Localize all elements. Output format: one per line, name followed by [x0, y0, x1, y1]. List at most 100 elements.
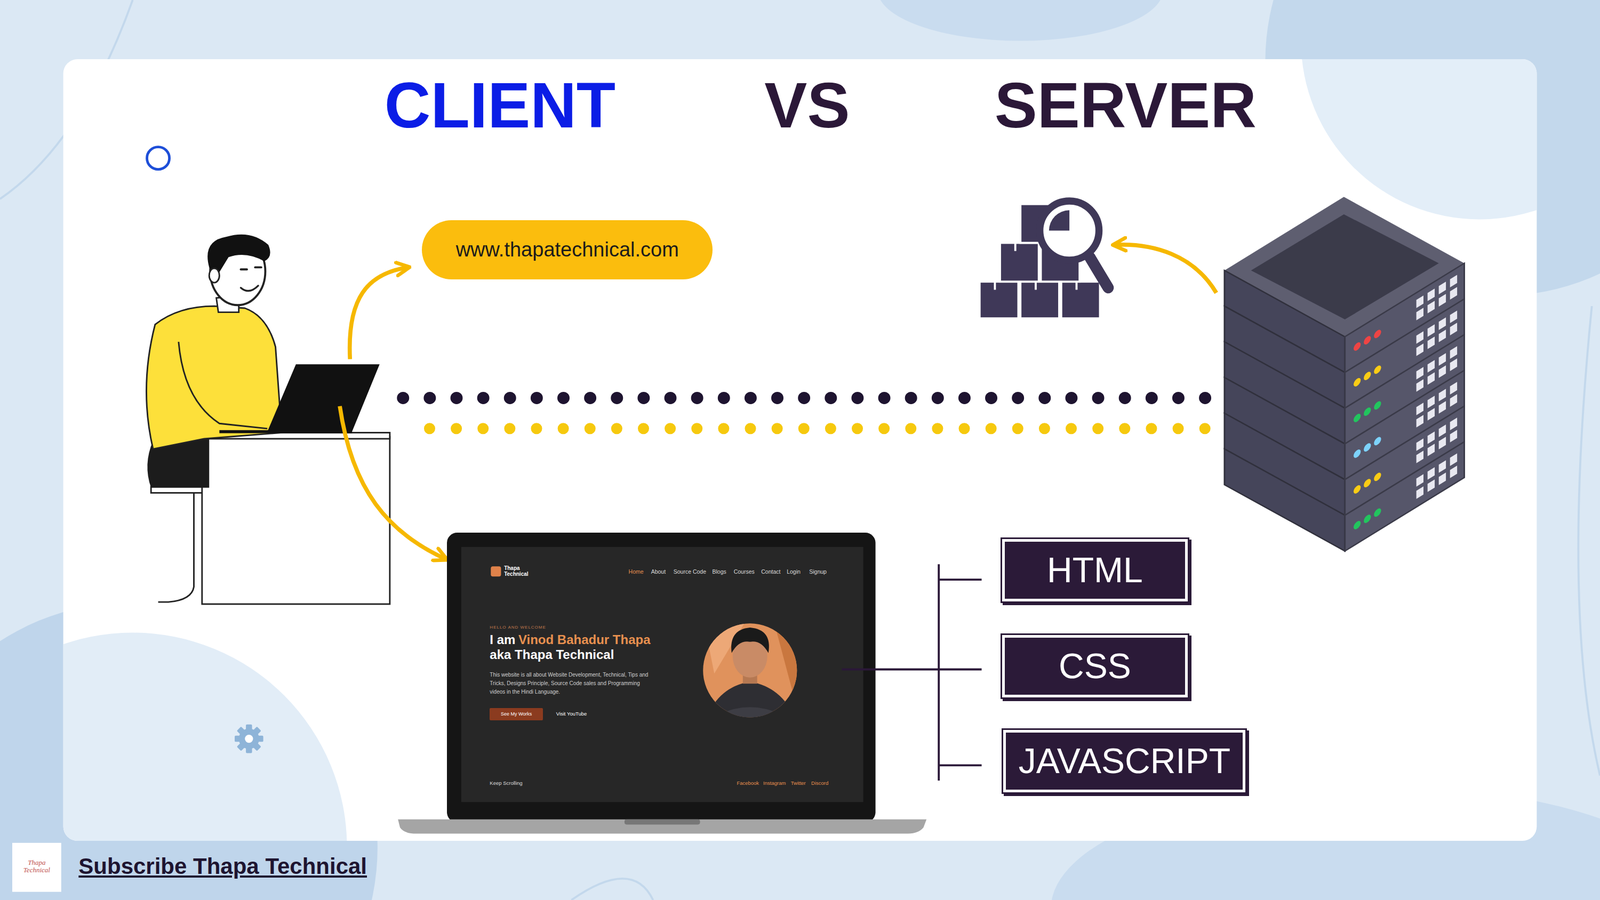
background-blobs-part [571, 878, 653, 900]
server-rack-part-part [1353, 364, 1382, 389]
server-rack-part-part-part [1438, 472, 1446, 486]
server-rack-part-part-part [1353, 448, 1361, 460]
tech-box: JAVASCRIPT [1005, 732, 1243, 790]
nav-link: Courses [733, 568, 755, 575]
search-boxes-icon-part-part [1061, 281, 1101, 319]
server-rack-part-part-part [1438, 436, 1446, 450]
server-rack-part-part-part [1416, 307, 1424, 321]
server-rack-part-part-part [1450, 394, 1458, 407]
person-illustration-part [241, 268, 247, 271]
server-rack-part-part-part [1363, 334, 1371, 347]
server-rack-part-part-part [1416, 366, 1424, 380]
bracket-connector-part [841, 668, 982, 671]
server-rack-part-part-part [1438, 401, 1446, 414]
server-rack-part-part-part [1427, 372, 1435, 386]
server-rack-part-part-part [1427, 395, 1435, 409]
server-rack-part-part-part [1450, 417, 1458, 431]
laptop-illustration-part [397, 819, 927, 835]
scroll-hint: Keep Scrolling [489, 780, 523, 787]
server-rack-part-part-part [1450, 274, 1458, 288]
search-boxes-icon-part [1040, 201, 1100, 261]
server-rack-part-part-part [1427, 288, 1435, 302]
background-blobs-part [1578, 306, 1600, 776]
server-rack-part-part-part [1416, 438, 1424, 452]
nav-link: About [651, 568, 666, 575]
server-rack-part-part [1353, 328, 1382, 353]
search-boxes-icon-part-part [979, 281, 1019, 319]
server-rack-part-part [1353, 507, 1382, 532]
subscribe-text: Subscribe Thapa Technical [78, 853, 367, 880]
person-illustration [146, 234, 390, 605]
person-illustration-part [241, 285, 259, 292]
server-rack-part-part-part [1450, 429, 1458, 443]
nav-link: Home [628, 568, 644, 575]
hero-heading: aka Thapa Technical [489, 648, 614, 662]
person-illustration-part [158, 492, 195, 603]
server-rack-part-part-part [1438, 281, 1446, 295]
server-rack-part-part-part [1450, 322, 1458, 336]
server-rack-part-part-part [1353, 340, 1361, 353]
person-illustration-part [219, 430, 352, 434]
dotted-links-part [429, 422, 1206, 435]
profile-photo-part-part [775, 627, 806, 705]
server-rack-part-part-part [1450, 358, 1458, 372]
server-rack-part-part-part [1427, 479, 1435, 493]
server-rack-part-part-part [1373, 328, 1381, 341]
server-rack-part-part-part [1450, 286, 1458, 300]
profile-photo-part-part [704, 681, 798, 727]
server-rack-part-part-part [1416, 414, 1424, 428]
site-logo-text: Thapa Technical [504, 565, 535, 578]
server-rack-part-part-part [1373, 400, 1381, 412]
gear-icon-part [236, 726, 262, 752]
decor-circle [147, 147, 170, 170]
gear-icon-part [238, 728, 260, 749]
tech-box-text: JAVASCRIPT [1018, 741, 1231, 782]
server-rack-part-part-part [1438, 460, 1446, 474]
server-rack-part-part-part [1363, 477, 1371, 490]
yellow-arrows-part [1114, 244, 1216, 293]
background-blobs-part [877, 0, 1164, 42]
person-illustration-part [202, 436, 390, 605]
server-rack-part-part-part [1427, 431, 1435, 445]
nav-link: Login [786, 568, 801, 575]
server-rack-part-part-part [1416, 343, 1424, 357]
server-rack-part-part-part [1363, 441, 1371, 454]
server-rack-part-part-part [1450, 453, 1458, 467]
profile-photo-part [699, 619, 807, 727]
tech-box-text: HTML [1046, 550, 1143, 591]
server-rack-part-part-part [1438, 353, 1446, 366]
server-rack-part-part-part [1363, 370, 1371, 382]
server-rack-part-part-part [1416, 379, 1424, 392]
yellow-arrows [339, 244, 1216, 560]
hero-heading: I am [489, 633, 516, 647]
person-illustration-part [267, 364, 380, 432]
server-rack-part-part-part [1353, 412, 1361, 424]
dotted-links [403, 397, 1207, 429]
server-rack-part-part-part [1416, 295, 1424, 309]
search-boxes-icon-part [1089, 257, 1108, 288]
server-rack-part-part-part [1438, 293, 1446, 307]
url-pill: www.thapatechnical.com [421, 220, 713, 280]
social-link: Instagram [763, 780, 786, 787]
title-word: VS [764, 68, 850, 142]
white-card-part [63, 59, 1538, 842]
laptop-illustration-part [461, 547, 864, 803]
server-rack-part-part-part [1373, 435, 1381, 448]
search-boxes-icon-part-part [1020, 281, 1060, 319]
server-rack-part-part-part [1416, 486, 1424, 500]
laptop-illustration-part [446, 532, 876, 823]
server-rack-part [1345, 263, 1465, 552]
channel-logo-text: Thapa Technical [15, 859, 59, 875]
search-boxes-icon-part-part [1000, 242, 1039, 282]
server-rack-part-part-part [1427, 360, 1435, 373]
gear-icon [234, 724, 264, 754]
laptop-illustration [397, 532, 927, 835]
person-illustration-part [146, 306, 282, 450]
profile-photo-part-part [719, 707, 781, 727]
laptop-illustration-part [624, 819, 701, 826]
server-rack-part-part [1416, 274, 1458, 499]
server-rack-part-part-part [1416, 331, 1424, 344]
server-rack-part-part-part [1416, 450, 1424, 464]
